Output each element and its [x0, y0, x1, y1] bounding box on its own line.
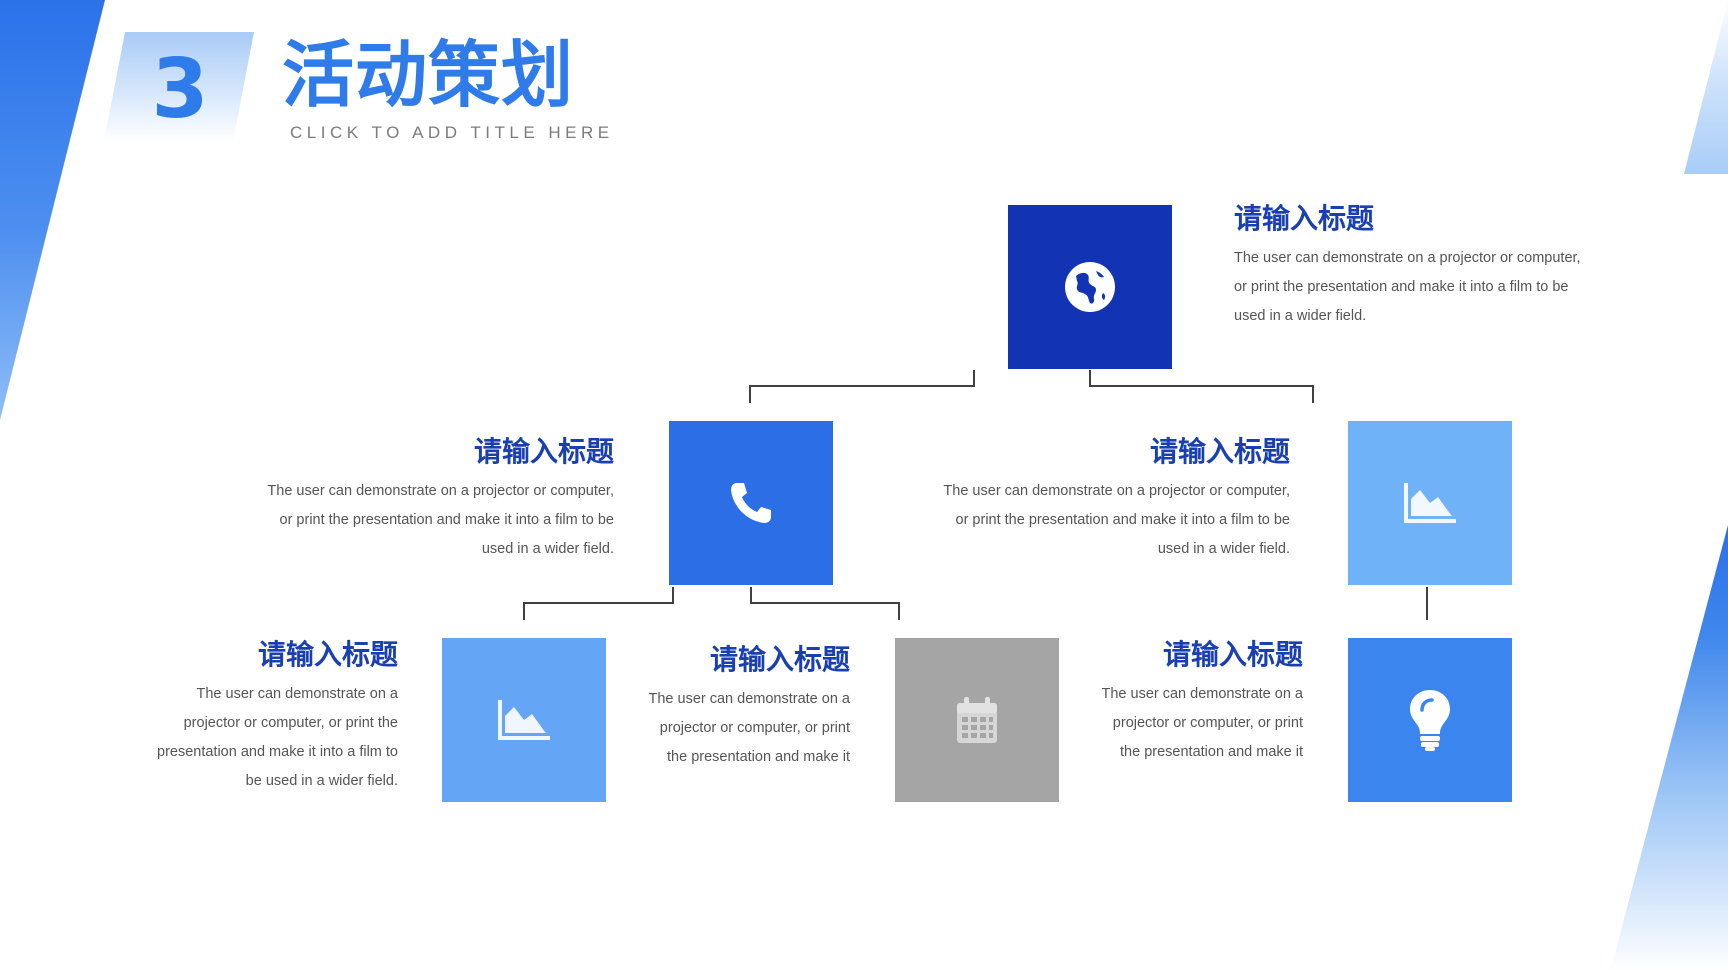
area-chart-icon — [498, 700, 550, 740]
node-heading: 请输入标题 — [1149, 435, 1290, 468]
node-heading: 请输入标题 — [1234, 202, 1375, 235]
node-heading: 请输入标题 — [1162, 638, 1303, 671]
node-description: The user can demonstrate on a projector … — [1101, 686, 1303, 760]
node-text-middle-left: 请输入标题 The user can demonstrate on a proj… — [254, 435, 614, 564]
calendar-icon — [957, 697, 997, 743]
section-number-badge — [104, 32, 254, 142]
node-text-top: 请输入标题 The user can demonstrate on a proj… — [1234, 202, 1594, 331]
node-text-bottom-right: 请输入标题 The user can demonstrate on a proj… — [1093, 638, 1303, 767]
node-heading: 请输入标题 — [473, 435, 614, 468]
node-text-middle-right: 请输入标题 The user can demonstrate on a proj… — [930, 435, 1290, 564]
area-chart-icon — [1404, 483, 1456, 523]
node-square-bottom-right — [1348, 638, 1512, 802]
phone-icon — [731, 483, 771, 523]
connector-middle-left-to-bottom-middle — [750, 587, 900, 620]
node-description: The user can demonstrate on a projector … — [648, 691, 850, 765]
page-subtitle: CLICK TO ADD TITLE HERE — [290, 123, 614, 142]
node-text-bottom-middle: 请输入标题 The user can demonstrate on a proj… — [640, 643, 850, 772]
node-square-middle-right — [1348, 421, 1512, 585]
connector-middle-left-to-bottom-left — [523, 587, 674, 620]
node-square-bottom-middle — [895, 638, 1059, 802]
node-description: The user can demonstrate on a projector … — [157, 686, 398, 789]
node-square-top — [1008, 205, 1172, 369]
globe-icon — [1065, 262, 1115, 312]
node-description: The user can demonstrate on a projector … — [1234, 250, 1581, 324]
connector-top-to-middle-left — [749, 370, 975, 403]
node-square-middle-left — [669, 421, 833, 585]
node-description: The user can demonstrate on a projector … — [267, 483, 614, 557]
node-square-bottom-left — [442, 638, 606, 802]
page-title: 活动策划 — [282, 33, 575, 117]
lightbulb-icon — [1410, 690, 1450, 751]
node-heading: 请输入标题 — [709, 643, 850, 676]
node-heading: 请输入标题 — [257, 638, 398, 671]
section-number: 3 — [151, 42, 209, 137]
connector-top-to-middle-right — [1089, 370, 1314, 403]
node-text-bottom-left: 请输入标题 The user can demonstrate on a proj… — [138, 638, 398, 796]
node-description: The user can demonstrate on a projector … — [943, 483, 1290, 557]
